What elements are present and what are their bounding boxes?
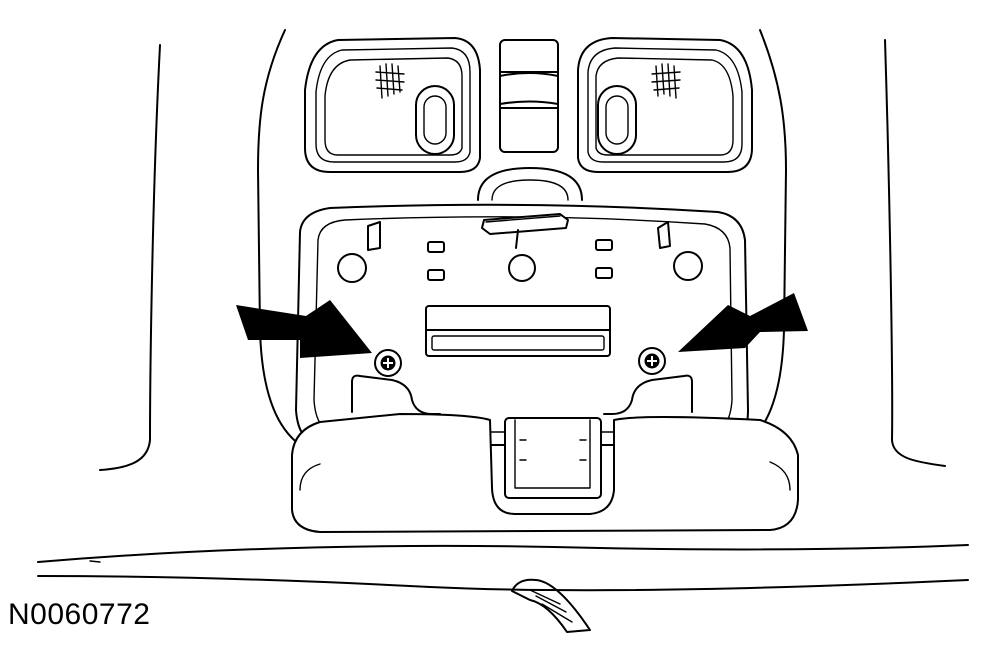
right-arrow-icon xyxy=(678,293,808,352)
mounting-bracket xyxy=(295,203,749,446)
connector-slot xyxy=(425,305,611,357)
mirror-stalk xyxy=(511,578,591,633)
headliner-right-trim xyxy=(884,39,946,467)
left-map-lamp xyxy=(304,37,481,173)
headliner-edge xyxy=(37,544,969,592)
handle-loop xyxy=(477,167,583,201)
bracket-feet xyxy=(351,374,693,415)
center-switch xyxy=(499,39,559,153)
figure-code: N0060772 xyxy=(8,598,151,631)
left-arrow-icon xyxy=(236,300,372,358)
right-map-lamp xyxy=(577,37,753,173)
console-housing xyxy=(257,29,787,446)
left-screw-icon xyxy=(374,349,402,377)
bracket-tabs xyxy=(337,213,703,283)
headliner-left-trim xyxy=(99,44,161,471)
console-bezel xyxy=(291,413,799,533)
right-screw-icon xyxy=(638,347,666,375)
